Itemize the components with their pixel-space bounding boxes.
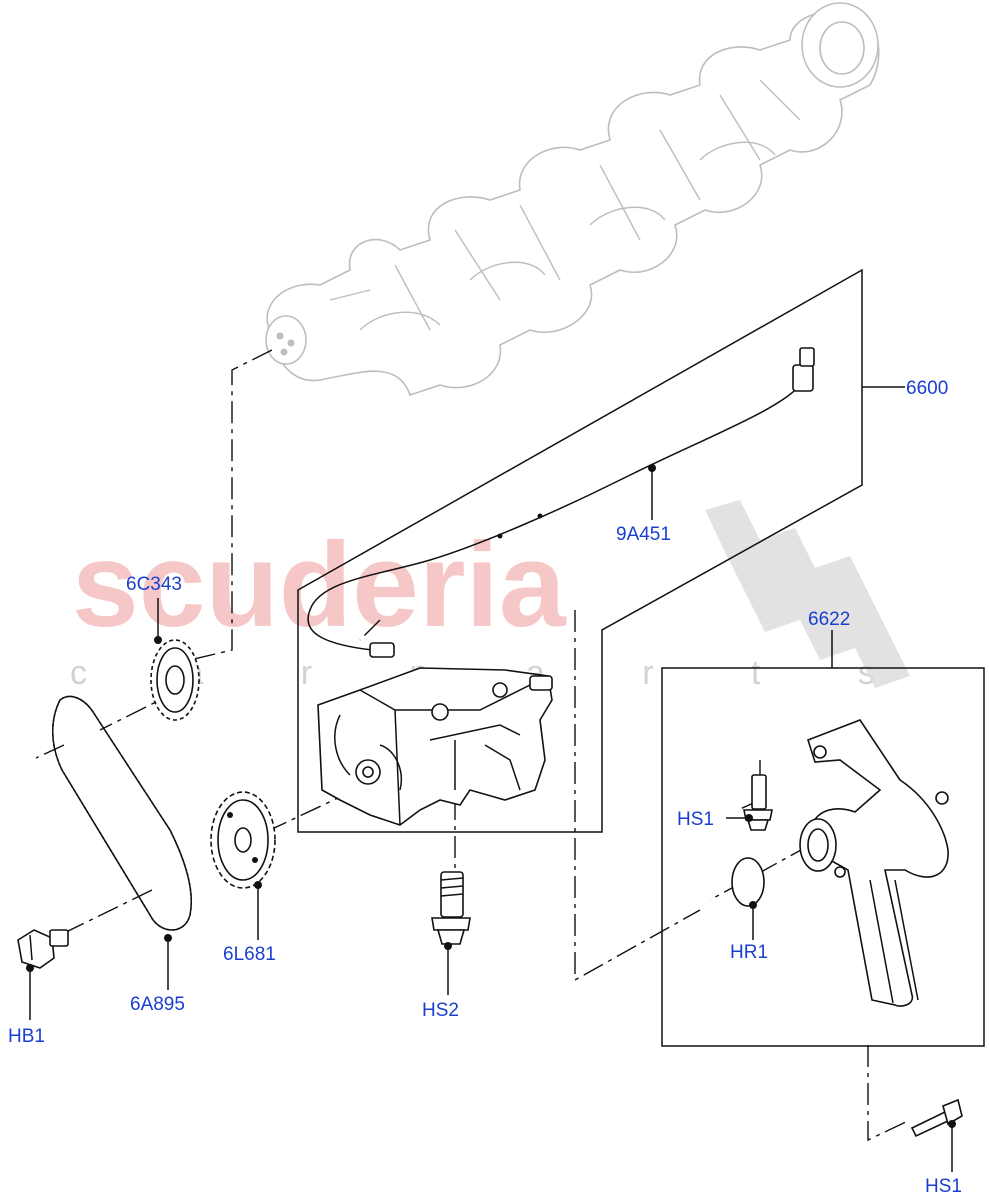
watermark: scuderia c a r p a r t s bbox=[70, 500, 910, 692]
pickup-bolt-lower[interactable] bbox=[910, 1098, 963, 1138]
callout-leaders bbox=[26, 386, 956, 1172]
label-hs1-lower[interactable]: HS1 bbox=[925, 1176, 962, 1197]
crankshaft-ghost[interactable] bbox=[265, 2, 880, 397]
label-6L681[interactable]: 6L681 bbox=[223, 944, 276, 965]
oil-pump[interactable] bbox=[317, 667, 553, 826]
label-9A451[interactable]: 9A451 bbox=[616, 524, 671, 545]
label-hs2[interactable]: HS2 bbox=[422, 1000, 459, 1021]
oil-pickup-tube[interactable] bbox=[799, 719, 949, 1007]
label-hb1[interactable]: HB1 bbox=[8, 1026, 45, 1047]
label-hr1[interactable]: HR1 bbox=[730, 942, 768, 963]
pump-sprocket[interactable] bbox=[210, 791, 276, 889]
label-6622[interactable]: 6622 bbox=[808, 609, 850, 630]
label-6C343[interactable]: 6C343 bbox=[126, 574, 182, 595]
sensor-harness[interactable] bbox=[307, 347, 815, 658]
assembly-outline-6622 bbox=[661, 667, 985, 1047]
pump-bolt[interactable] bbox=[431, 871, 471, 945]
flange-bolt[interactable] bbox=[17, 929, 69, 969]
crank-sprocket[interactable] bbox=[150, 639, 200, 721]
label-6600[interactable]: 6600 bbox=[906, 378, 948, 399]
label-6A895[interactable]: 6A895 bbox=[130, 994, 185, 1015]
assembly-outline-6600 bbox=[297, 268, 863, 833]
label-hs1-upper[interactable]: HS1 bbox=[677, 809, 714, 830]
drive-chain[interactable] bbox=[52, 695, 193, 931]
o-ring[interactable] bbox=[731, 857, 765, 907]
callout-labels: 6600 9A451 6C343 6622 HS1 HR1 HS2 6L681 … bbox=[8, 378, 962, 1197]
